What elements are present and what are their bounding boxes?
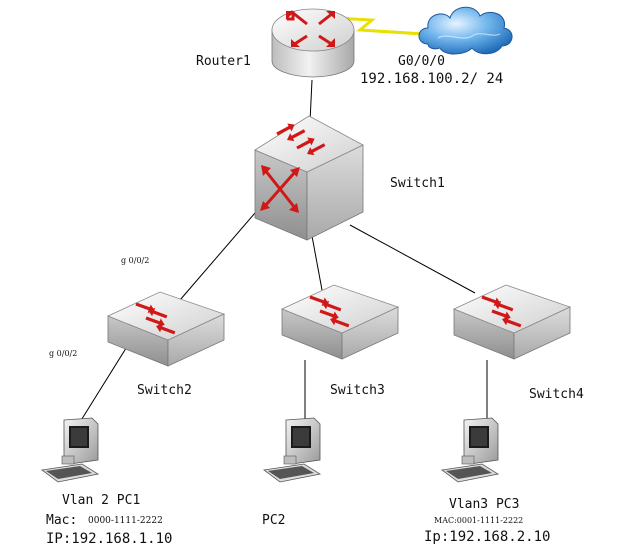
switch1-label: Switch1 (390, 176, 445, 191)
pc3-mac-label: MAC:0001-1111-2222 (434, 516, 524, 525)
switch-icon-switch2 (106, 291, 226, 367)
switch4-label: Switch4 (529, 387, 584, 402)
router-icon (271, 8, 355, 78)
pc1-mac-value: 0000-1111-2222 (88, 516, 163, 526)
pc1-mac-prefix: Mac: (46, 513, 78, 528)
port-label-sw2-pc1: g 0/0/2 (49, 349, 78, 358)
link-switch1-switch2 (179, 212, 256, 301)
wan-link-lightning (333, 16, 425, 36)
switch-icon-switch3 (280, 284, 400, 360)
switch-icon-switch4 (452, 284, 572, 360)
link-switch1-switch4 (349, 224, 476, 294)
link-switch2-pc1 (79, 344, 129, 423)
pc1-name-label: Vlan 2 PC1 (62, 493, 141, 508)
wan-interface-label: G0/0/0 (398, 54, 445, 69)
link-switch1-switch3 (311, 235, 323, 291)
layer3-switch-icon (254, 115, 364, 241)
links (79, 16, 488, 423)
switch3-label: Switch3 (330, 383, 385, 398)
link-router-switch1 (309, 79, 313, 123)
pc-icon-pc1 (40, 417, 100, 483)
pc2-name-label: PC2 (262, 513, 286, 528)
router-label: Router1 (196, 54, 251, 69)
pc1-ip-label: IP:192.168.1.10 (46, 531, 173, 547)
wan-ip-label: 192.168.100.2/ 24 (360, 71, 504, 87)
pc3-ip-label: Ip:192.168.2.10 (424, 529, 551, 545)
cloud-icon (418, 6, 513, 55)
pc-icon-pc3 (440, 417, 500, 483)
pc-icon-pc2 (262, 417, 322, 483)
port-label-sw1-sw2: g 0/0/2 (121, 256, 150, 265)
pc3-name-label: Vlan3 PC3 (449, 497, 520, 512)
switch2-label: Switch2 (137, 383, 192, 398)
